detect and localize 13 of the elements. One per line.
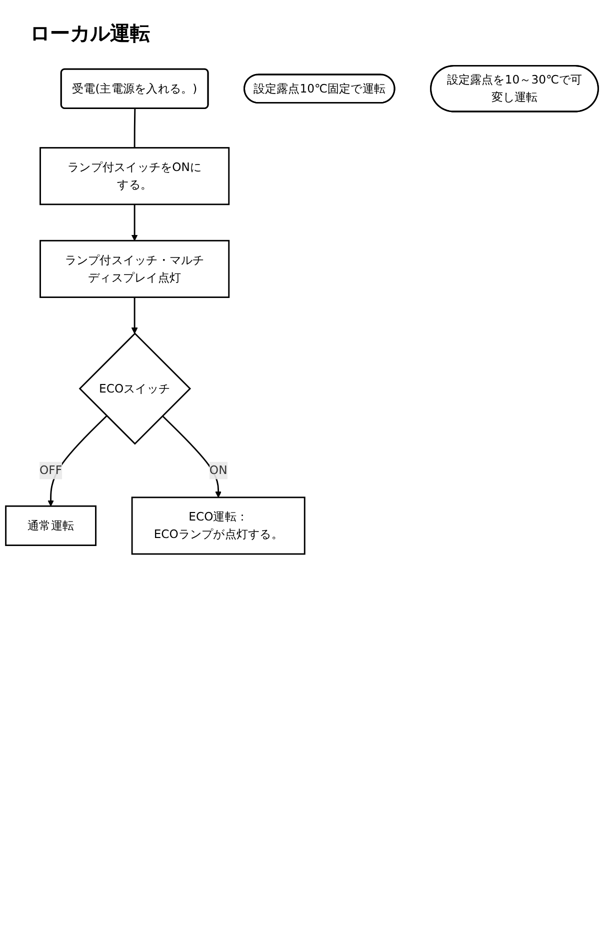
diagram-title: ローカル運転	[30, 20, 150, 47]
node-diamond: ECOスイッチ	[78, 332, 192, 445]
node-box: ECO運転： ECOランプが点灯する。	[131, 496, 306, 555]
connector	[134, 108, 136, 148]
arrow	[48, 415, 108, 506]
arrow	[131, 204, 138, 241]
edge-label: OFF	[40, 463, 62, 478]
arrow	[162, 415, 222, 498]
node-box: ランプ付スイッチをONにする。	[40, 147, 230, 206]
edge-label: ON	[209, 463, 228, 478]
arrow	[131, 297, 138, 334]
node-box: ランプ付スイッチ・マルチディスプレイ点灯	[40, 240, 230, 298]
node-box: 通常運転	[5, 505, 96, 546]
